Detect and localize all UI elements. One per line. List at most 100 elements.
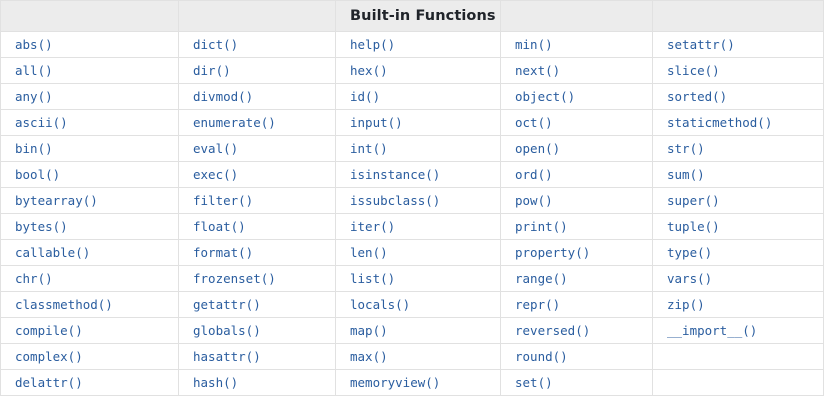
function-link[interactable]: hasattr() [193,349,261,364]
table-cell: staticmethod() [652,109,824,136]
function-link[interactable]: bin() [15,141,53,156]
function-link[interactable]: all() [15,63,53,78]
table-cell: all() [0,57,179,84]
function-link[interactable]: help() [350,37,396,52]
table-cell: getattr() [178,291,336,318]
table-row: bin() eval() int() open() str() [0,135,824,162]
function-link[interactable]: int() [350,141,388,156]
function-link[interactable]: ascii() [15,115,68,130]
function-link[interactable]: list() [350,271,396,286]
function-link[interactable]: type() [667,245,713,260]
table-cell: chr() [0,265,179,292]
function-link[interactable]: sum() [667,167,705,182]
table-cell: property() [500,239,653,266]
function-link[interactable]: open() [515,141,561,156]
table-cell: enumerate() [178,109,336,136]
function-link[interactable]: setattr() [667,37,735,52]
function-link[interactable]: delattr() [15,375,83,390]
function-link[interactable]: ord() [515,167,553,182]
function-link[interactable]: bytes() [15,219,68,234]
function-link[interactable]: frozenset() [193,271,276,286]
function-link[interactable]: isinstance() [350,167,441,182]
function-link[interactable]: classmethod() [15,297,113,312]
function-link[interactable]: object() [515,89,576,104]
function-link[interactable]: range() [515,271,568,286]
table-cell [652,343,824,370]
function-link[interactable]: zip() [667,297,705,312]
function-link[interactable]: complex() [15,349,83,364]
table-cell: abs() [0,31,179,58]
table-header-cell-4 [500,0,653,32]
function-link[interactable]: exec() [193,167,239,182]
table-cell: divmod() [178,83,336,110]
function-link[interactable]: property() [515,245,591,260]
table-row: bool() exec() isinstance() ord() sum() [0,161,824,188]
function-link[interactable]: staticmethod() [667,115,773,130]
function-link[interactable]: repr() [515,297,561,312]
table-row: delattr() hash() memoryview() set() [0,369,824,396]
table-header-cell-5 [652,0,824,32]
function-link[interactable]: divmod() [193,89,254,104]
function-link[interactable]: input() [350,115,403,130]
table-cell: ascii() [0,109,179,136]
function-link[interactable]: memoryview() [350,375,441,390]
function-link[interactable]: map() [350,323,388,338]
function-link[interactable]: print() [515,219,568,234]
table-cell: type() [652,239,824,266]
function-link[interactable]: bool() [15,167,61,182]
table-header-cell-2 [178,0,336,32]
function-link[interactable]: round() [515,349,568,364]
function-link[interactable]: set() [515,375,553,390]
table-cell: open() [500,135,653,162]
function-link[interactable]: str() [667,141,705,156]
function-link[interactable]: float() [193,219,246,234]
function-link[interactable]: vars() [667,271,713,286]
function-link[interactable]: max() [350,349,388,364]
function-link[interactable]: globals() [193,323,261,338]
function-link[interactable]: tuple() [667,219,720,234]
function-link[interactable]: len() [350,245,388,260]
table-cell: print() [500,213,653,240]
function-link[interactable]: enumerate() [193,115,276,130]
function-link[interactable]: oct() [515,115,553,130]
function-link[interactable]: __import__() [667,323,758,338]
function-link[interactable]: any() [15,89,53,104]
function-link[interactable]: filter() [193,193,254,208]
table-cell: bin() [0,135,179,162]
function-link[interactable]: compile() [15,323,83,338]
function-link[interactable]: hex() [350,63,388,78]
function-link[interactable]: format() [193,245,254,260]
function-link[interactable]: reversed() [515,323,591,338]
table-cell: locals() [335,291,501,318]
function-link[interactable]: min() [515,37,553,52]
function-link[interactable]: next() [515,63,561,78]
function-link[interactable]: dict() [193,37,239,52]
function-link[interactable]: getattr() [193,297,261,312]
table-cell: input() [335,109,501,136]
table-cell: hasattr() [178,343,336,370]
function-link[interactable]: sorted() [667,89,728,104]
table-cell: callable() [0,239,179,266]
table-cell: memoryview() [335,369,501,396]
function-link[interactable]: pow() [515,193,553,208]
function-link[interactable]: bytearray() [15,193,98,208]
table-cell: str() [652,135,824,162]
function-link[interactable]: chr() [15,271,53,286]
function-link[interactable]: super() [667,193,720,208]
function-link[interactable]: issubclass() [350,193,441,208]
table-cell: bool() [0,161,179,188]
function-link[interactable]: hash() [193,375,239,390]
function-link[interactable]: dir() [193,63,231,78]
table-cell: vars() [652,265,824,292]
table-cell: max() [335,343,501,370]
function-link[interactable]: id() [350,89,381,104]
function-link[interactable]: abs() [15,37,53,52]
function-link[interactable]: locals() [350,297,411,312]
function-link[interactable]: iter() [350,219,396,234]
table-title: Built-in Functions [335,0,501,32]
table-cell: map() [335,317,501,344]
function-link[interactable]: eval() [193,141,239,156]
function-link[interactable]: callable() [15,245,91,260]
function-link[interactable]: slice() [667,63,720,78]
